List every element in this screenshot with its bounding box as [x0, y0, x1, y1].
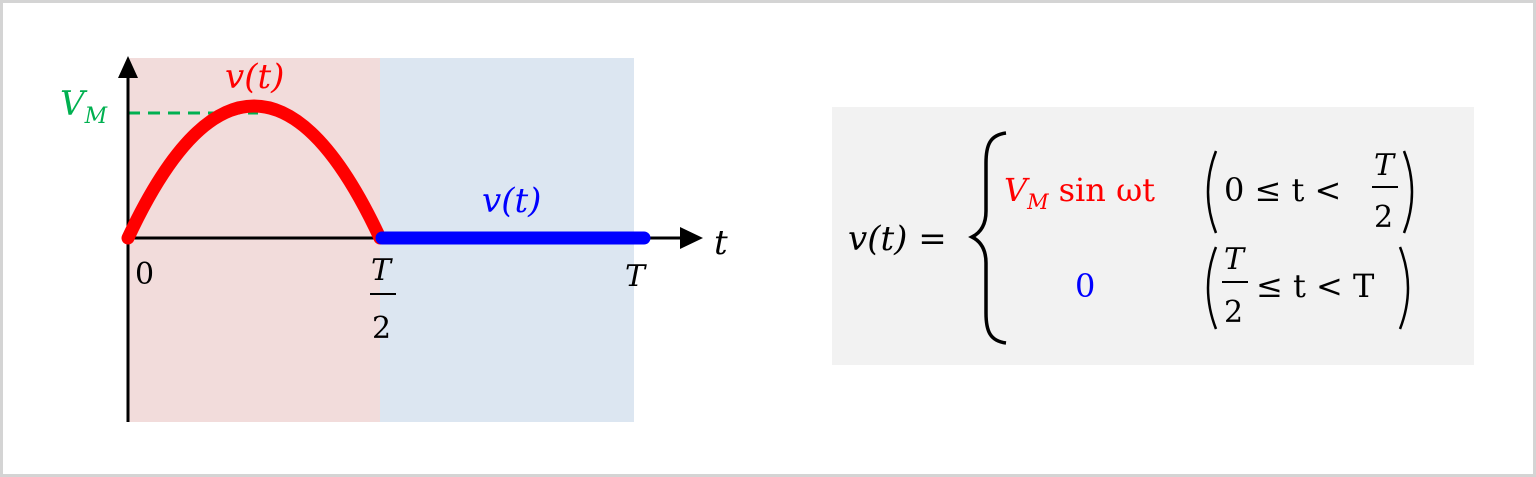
curve-label-red: v(t): [225, 57, 284, 97]
case1-frac-denominator: 2: [1374, 200, 1393, 235]
tick-half-numerator: T: [371, 253, 393, 288]
tick-full-label: T: [625, 259, 647, 294]
case1-paren-right: [1402, 150, 1414, 234]
case2-frac-numerator: T: [1224, 242, 1246, 277]
waveform-graph: VM v(t) v(t) t 0 T 2 T: [60, 56, 728, 422]
t-axis-label: t: [714, 223, 728, 263]
curve-label-blue: v(t): [482, 181, 541, 221]
case2-paren-right: [1398, 246, 1410, 330]
half-sine-curve: [121, 99, 387, 245]
case1-frac-numerator: T: [1374, 148, 1396, 183]
time-axis-arrow: [680, 227, 703, 249]
case2-frac-denominator: 2: [1224, 295, 1243, 330]
vertical-axis-arrow: [118, 56, 138, 78]
case1-condition: 0 ≤ t <: [1224, 171, 1341, 209]
tick-half-denominator: 2: [372, 311, 391, 346]
case2-value: 0: [1075, 267, 1095, 305]
tick-zero-label: 0: [135, 257, 154, 292]
equation-lhs: v(t) =: [848, 219, 947, 259]
left-brace: [968, 131, 1007, 345]
case2-paren-left: [1206, 246, 1218, 330]
first-half-region: [128, 58, 380, 422]
peak-label: VM: [60, 84, 108, 129]
case1-paren-left: [1206, 150, 1218, 234]
equation-box: [832, 107, 1474, 365]
case2-condition: ≤ t < T: [1256, 267, 1375, 305]
